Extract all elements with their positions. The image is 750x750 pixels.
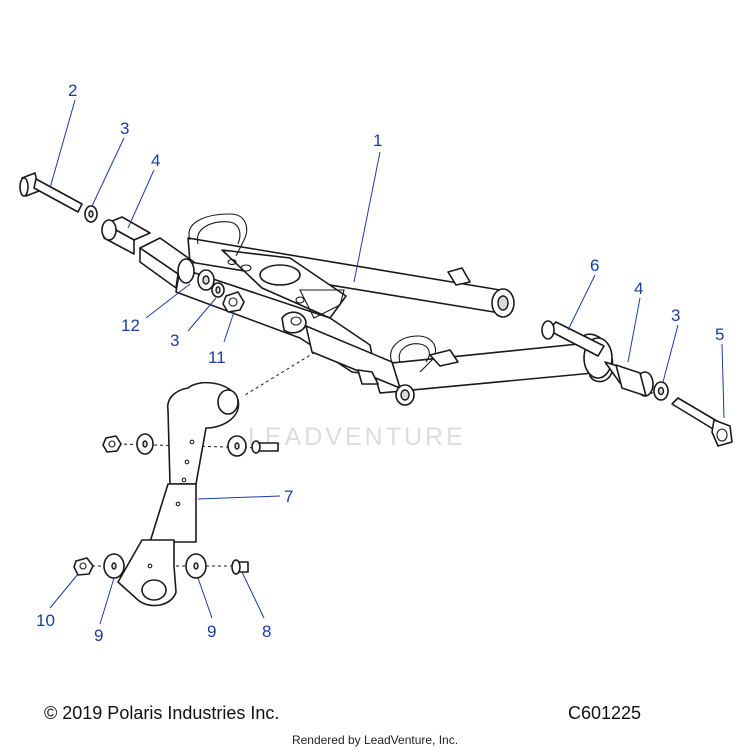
leader-8 bbox=[241, 571, 265, 619]
leader-4a bbox=[127, 169, 155, 229]
bushing-right bbox=[604, 361, 654, 397]
leader-10 bbox=[49, 573, 79, 609]
leader-1 bbox=[353, 151, 381, 283]
assembly-line-upper bbox=[244, 342, 331, 396]
pivot-sleeve bbox=[139, 237, 215, 291]
leader-3a bbox=[91, 137, 125, 207]
washer-lower-right bbox=[185, 553, 207, 579]
callout-7: 7 bbox=[284, 487, 293, 506]
callout-3b: 3 bbox=[170, 331, 179, 350]
nut-small bbox=[222, 291, 245, 313]
callout-12: 12 bbox=[121, 316, 140, 335]
callout-9a: 9 bbox=[94, 626, 103, 645]
bolt-upper bbox=[251, 440, 279, 454]
leader-11 bbox=[223, 311, 235, 343]
callout-4b: 4 bbox=[634, 279, 643, 298]
bushing-left bbox=[101, 216, 151, 255]
leader-2 bbox=[49, 99, 76, 189]
leader-9b bbox=[197, 577, 213, 619]
a-arm bbox=[175, 213, 614, 406]
washer-upper-right bbox=[227, 435, 247, 457]
leader-3b bbox=[187, 297, 217, 332]
bolt-long bbox=[19, 172, 83, 213]
washer-left bbox=[84, 205, 98, 223]
leader-6 bbox=[567, 274, 596, 331]
callout-5: 5 bbox=[715, 325, 724, 344]
leader-3c bbox=[662, 324, 679, 383]
leader-9a bbox=[99, 577, 115, 625]
callout-8: 8 bbox=[262, 622, 271, 641]
nut-lower bbox=[73, 557, 94, 576]
leader-4b bbox=[627, 297, 641, 363]
nut-upper bbox=[102, 435, 122, 453]
watermark: LEADVENTURE bbox=[248, 423, 466, 451]
callout-10: 10 bbox=[36, 611, 55, 630]
callout-9b: 9 bbox=[207, 622, 216, 641]
leader-12 bbox=[145, 283, 191, 319]
bolt-right bbox=[671, 397, 733, 447]
leader-5 bbox=[721, 343, 725, 419]
callout-11: 11 bbox=[208, 348, 226, 367]
callout-1: 1 bbox=[373, 131, 382, 150]
copyright-notice: © 2019 Polaris Industries Inc. bbox=[44, 703, 280, 723]
washer-upper-left bbox=[136, 433, 154, 455]
diagram-code: C601225 bbox=[568, 703, 642, 723]
leader-7 bbox=[197, 495, 281, 500]
washer-lower-left bbox=[103, 553, 125, 579]
pivot-pin bbox=[541, 320, 605, 357]
washer-center bbox=[211, 282, 225, 298]
washer-right bbox=[653, 381, 669, 401]
callout-3c: 3 bbox=[671, 306, 680, 325]
callout-2: 2 bbox=[68, 81, 77, 100]
callout-6: 6 bbox=[590, 256, 599, 275]
link-bracket bbox=[117, 381, 240, 607]
rendered-by-credit: Rendered by LeadVenture, Inc. bbox=[291, 733, 459, 747]
bolt-lower bbox=[231, 559, 249, 575]
callout-3a: 3 bbox=[120, 119, 129, 138]
callout-4a: 4 bbox=[151, 151, 160, 170]
